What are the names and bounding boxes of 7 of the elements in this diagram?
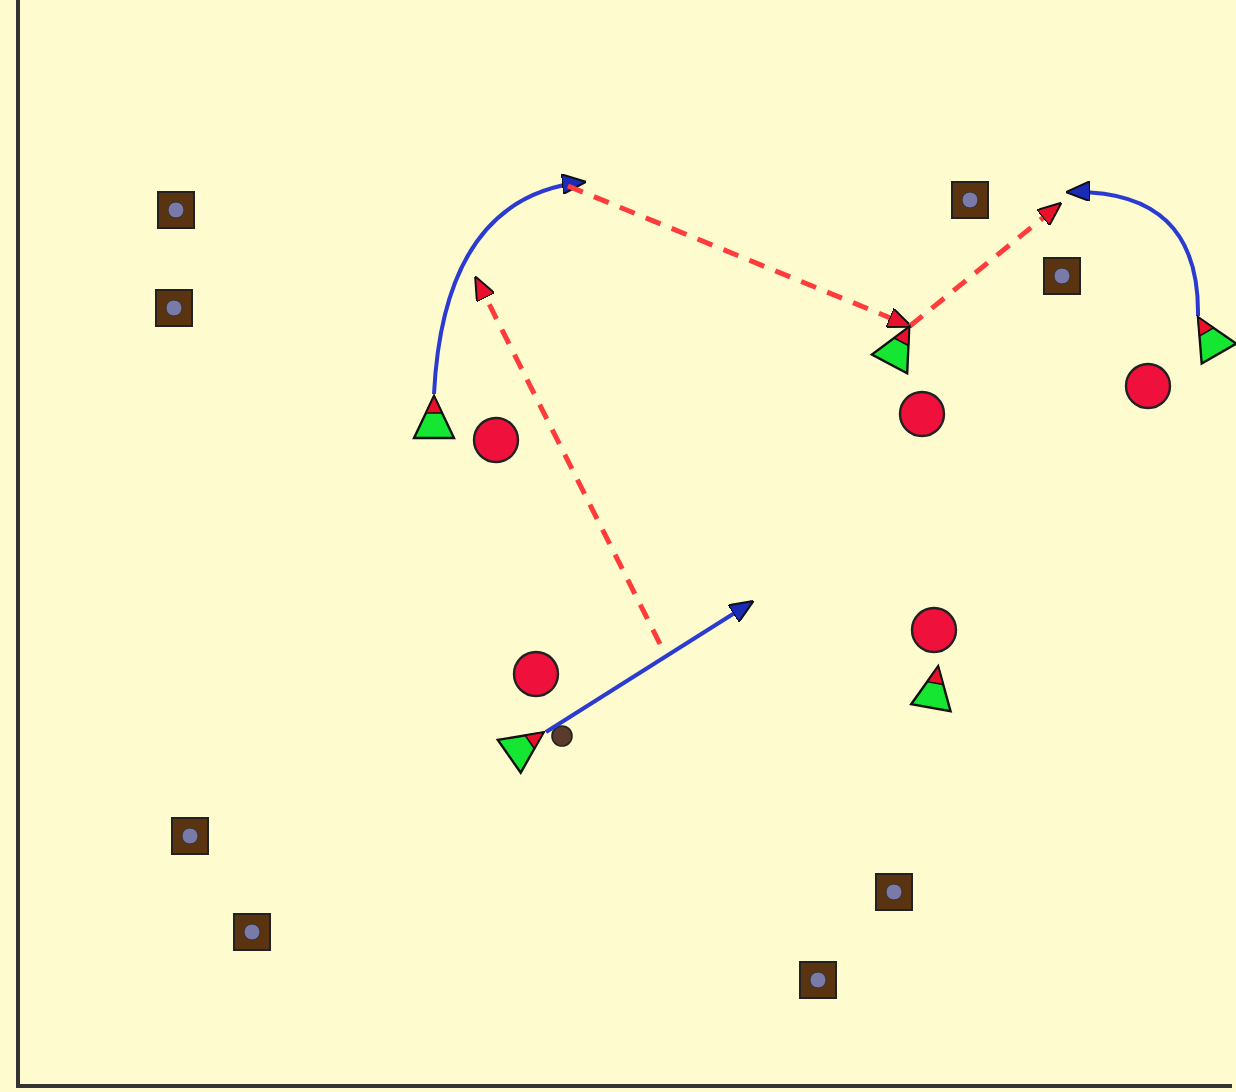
path-arrow — [1065, 181, 1200, 317]
triangle-marker — [410, 396, 458, 444]
triangle-marker — [910, 666, 958, 714]
dashed-arrow — [908, 201, 1063, 328]
path-arrow — [544, 599, 755, 734]
path-arrow — [432, 174, 587, 395]
dashed-arrow — [567, 183, 913, 329]
